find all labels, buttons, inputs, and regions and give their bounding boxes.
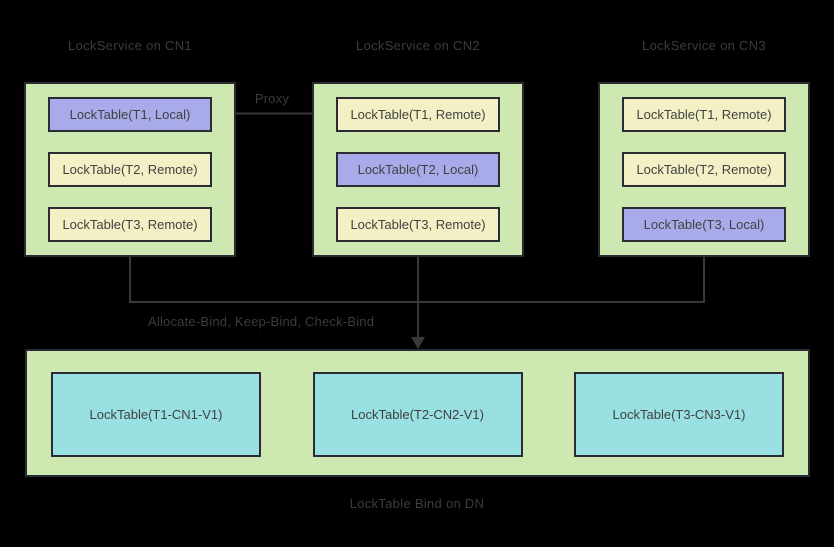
service-title-cn1: LockService on CN1 bbox=[68, 38, 192, 53]
dn-locktable-t1-cn1-v1: LockTable(T1-CN1-V1) bbox=[51, 372, 261, 457]
dn-locktable-t3-cn3-v1: LockTable(T3-CN3-V1) bbox=[574, 372, 784, 457]
cn3-locktable-t3-local: LockTable(T3, Local) bbox=[622, 207, 786, 242]
cn2-locktable-t2-local: LockTable(T2, Local) bbox=[336, 152, 500, 187]
dn-locktable-t2-cn2-v1: LockTable(T2-CN2-V1) bbox=[312, 372, 523, 457]
cn1-locktable-t1-local: LockTable(T1, Local) bbox=[48, 97, 212, 132]
cn1-locktable-t2-remote: LockTable(T2, Remote) bbox=[48, 152, 212, 187]
proxy-label: Proxy bbox=[254, 91, 290, 106]
down-arrowhead-icon bbox=[411, 337, 425, 349]
dn-box: LockTable(T1-CN1-V1) LockTable(T2-CN2-V1… bbox=[25, 349, 810, 477]
cn3-locktable-t2-remote: LockTable(T2, Remote) bbox=[622, 152, 786, 187]
cn2-locktable-t1-remote: LockTable(T1, Remote) bbox=[336, 97, 500, 132]
cn1-locktable-t3-remote: LockTable(T3, Remote) bbox=[48, 207, 212, 242]
lockservice-cn3-box: LockTable(T1, Remote) LockTable(T2, Remo… bbox=[598, 82, 810, 257]
cn3-locktable-t1-remote: LockTable(T1, Remote) bbox=[622, 97, 786, 132]
dn-caption: LockTable Bind on DN bbox=[349, 496, 485, 511]
lockservice-cn1-box: LockTable(T1, Local) LockTable(T2, Remot… bbox=[24, 82, 236, 257]
bind-ops-label: Allocate-Bind, Keep-Bind, Check-Bind bbox=[148, 314, 375, 329]
cn2-locktable-t3-remote: LockTable(T3, Remote) bbox=[336, 207, 500, 242]
service-title-cn3: LockService on CN3 bbox=[642, 38, 766, 53]
service-title-cn2: LockService on CN2 bbox=[356, 38, 480, 53]
lockservice-cn2-box: LockTable(T1, Remote) LockTable(T2, Loca… bbox=[312, 82, 524, 257]
